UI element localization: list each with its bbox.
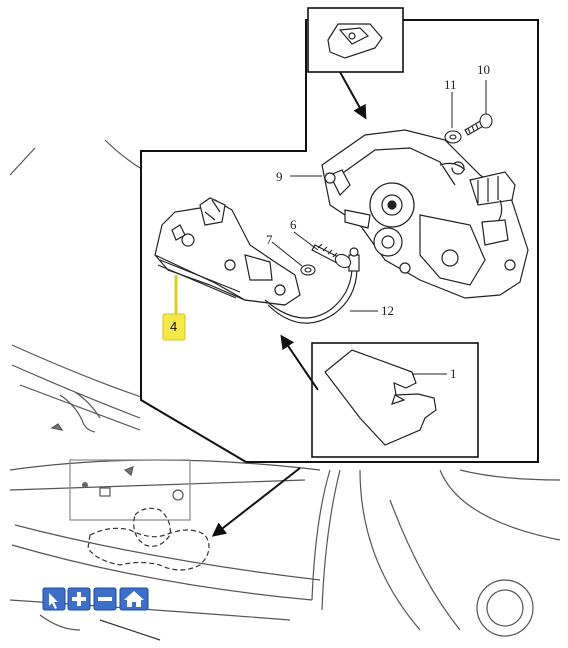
callout-11: 11 [444, 77, 457, 92]
clip-part [327, 23, 383, 59]
zoom-in-button[interactable] [67, 587, 91, 611]
zoom-out-icon [98, 597, 112, 601]
callout-1: 1 [450, 366, 457, 381]
washer-part-7 [300, 264, 316, 276]
washer-part-11 [444, 130, 462, 144]
highlight-box [162, 313, 186, 341]
lock-actuator-assembly [321, 129, 529, 299]
viewer-toolbar [42, 587, 149, 611]
pointer-button[interactable] [42, 587, 66, 611]
zoom-in-icon [72, 592, 86, 606]
part1-cover [324, 349, 437, 446]
callout-9: 9 [276, 169, 283, 184]
lock-mechanism [154, 197, 301, 306]
pointer-icon [49, 593, 58, 609]
callout-7: 7 [266, 232, 273, 247]
zoom-out-button[interactable] [93, 587, 117, 611]
callout-12: 12 [381, 303, 394, 318]
callout-4: 4 [170, 319, 177, 334]
leader-lines [271, 80, 487, 375]
pointer-arrows [211, 71, 367, 537]
home-button[interactable] [119, 587, 149, 611]
screw-part-6 [311, 243, 352, 269]
screw-part-10 [464, 113, 493, 136]
cable [264, 247, 360, 324]
callout-6: 6 [290, 217, 297, 232]
home-icon [124, 591, 144, 607]
callout-10: 10 [477, 62, 490, 77]
